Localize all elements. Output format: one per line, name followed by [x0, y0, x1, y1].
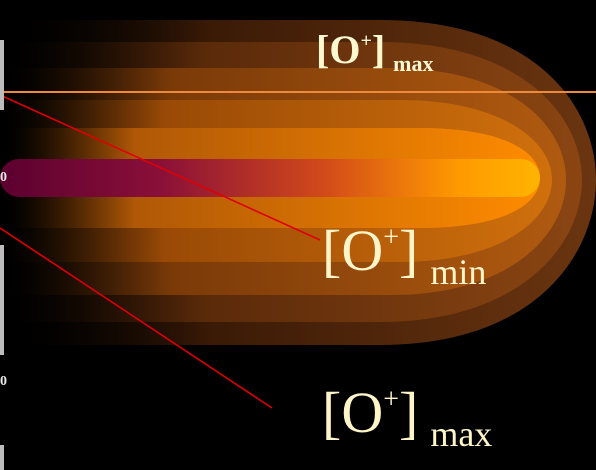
- label-close: ]: [399, 218, 419, 283]
- label-max-top: [O+] max: [316, 30, 434, 75]
- label-superscript: +: [383, 384, 399, 415]
- label-base: [O: [316, 27, 361, 72]
- pointer-line-max: [0, 227, 273, 409]
- label-base: [O: [322, 218, 384, 283]
- left-edge-bar: [0, 40, 4, 110]
- pointer-line-min: [0, 94, 321, 241]
- label-superscript: +: [383, 222, 399, 253]
- label-subscript: min: [430, 252, 487, 292]
- left-edge-bar: [0, 445, 4, 470]
- central-beam: [0, 159, 540, 197]
- label-subscript: max: [393, 51, 434, 76]
- label-superscript: +: [360, 30, 372, 52]
- left-edge-tick: 0: [0, 170, 7, 185]
- label-base: [O: [322, 380, 384, 445]
- label-max-bottom: [O+]max: [322, 384, 493, 454]
- label-close: ]: [371, 27, 386, 72]
- label-min: [O+]min: [322, 222, 487, 292]
- label-close: ]: [399, 380, 419, 445]
- left-edge-bar: [0, 245, 4, 355]
- left-edge-tick: 0: [0, 374, 7, 389]
- label-subscript: max: [430, 414, 493, 454]
